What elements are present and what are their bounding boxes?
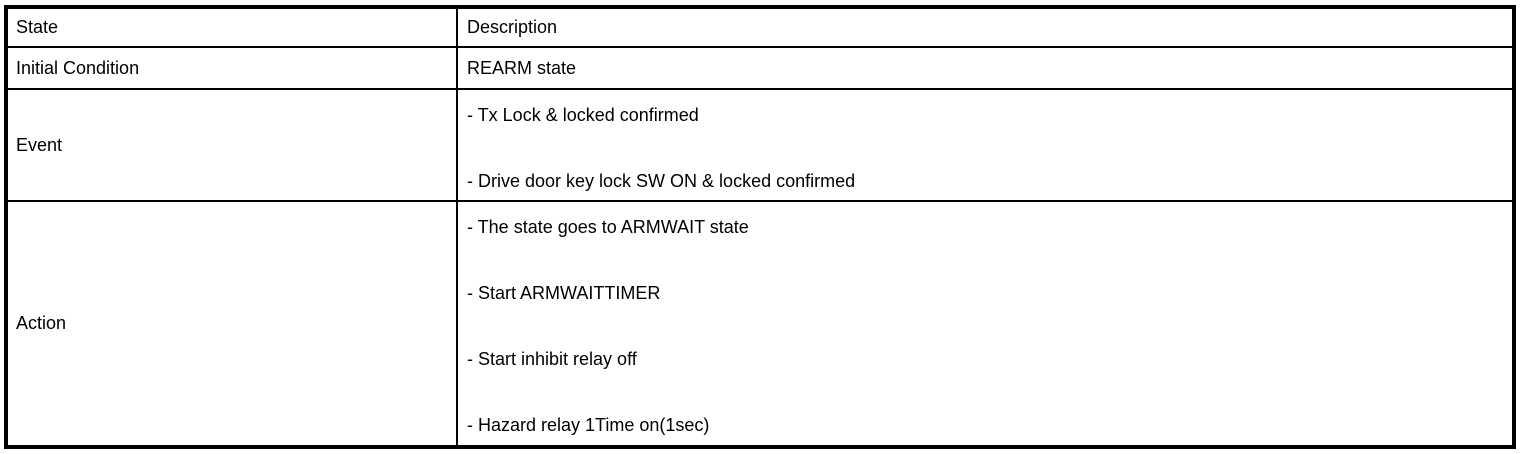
table-header-row: State Description: [5, 6, 1515, 48]
desc-cell-event: - Tx Lock & locked confirmed - Drive doo…: [456, 88, 1515, 203]
desc-line-action-1: - The state goes to ARMWAIT state: [467, 217, 749, 238]
state-cell-initial-condition: Initial Condition: [5, 45, 458, 91]
desc-line-action-2: - Start ARMWAITTIMER: [467, 283, 661, 304]
table-row-action: Action - The state goes to ARMWAIT state…: [5, 200, 1515, 448]
state-description-table: State Description Initial Condition REAR…: [4, 5, 1516, 449]
state-cell-action: Action: [5, 200, 458, 448]
desc-line-action-3: - Start inhibit relay off: [467, 349, 637, 370]
table-row-event: Event - Tx Lock & locked confirmed - Dri…: [5, 88, 1515, 203]
desc-line-event-2: - Drive door key lock SW ON & locked con…: [467, 171, 856, 192]
header-cell-description: Description: [456, 6, 1515, 48]
desc-cell-action: - The state goes to ARMWAIT state - Star…: [456, 200, 1515, 448]
desc-cell-initial-condition: REARM state: [456, 45, 1515, 91]
header-cell-state: State: [5, 6, 458, 48]
desc-line-action-4: - Hazard relay 1Time on(1sec): [467, 415, 710, 436]
table-row-initial-condition: Initial Condition REARM state: [5, 45, 1515, 91]
state-cell-event: Event: [5, 88, 458, 203]
desc-line-event-1: - Tx Lock & locked confirmed: [467, 105, 699, 126]
